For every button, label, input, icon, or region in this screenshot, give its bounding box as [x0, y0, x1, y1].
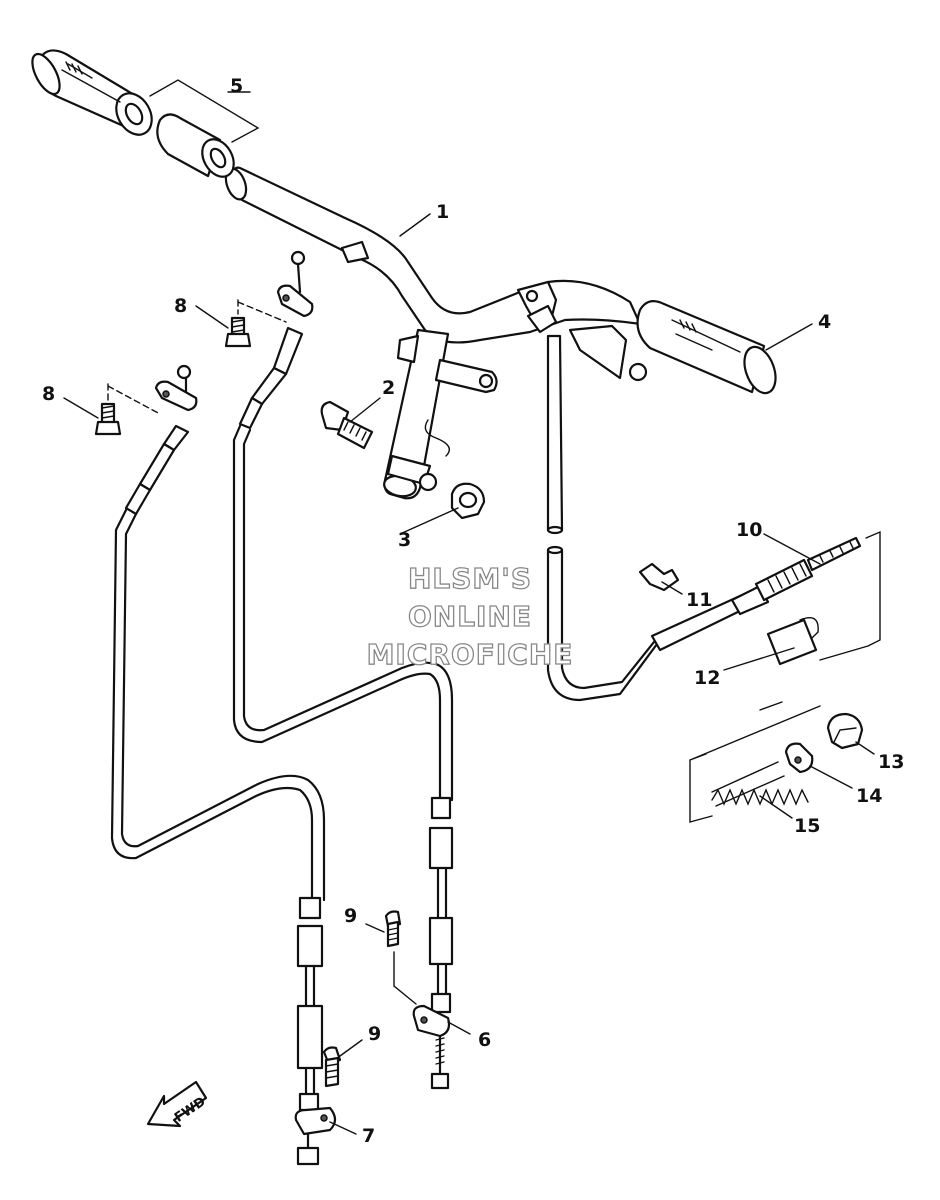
- callout-9-lower: 9: [368, 1023, 381, 1045]
- callout-10: 10: [736, 519, 762, 541]
- screw-8-lower[interactable]: [94, 402, 122, 436]
- brake-cable[interactable]: [546, 334, 770, 702]
- callout-4: 4: [818, 311, 831, 333]
- adjuster-nut[interactable]: [826, 712, 864, 750]
- cable-end-6[interactable]: [412, 796, 454, 1090]
- callout-3: 3: [398, 529, 411, 551]
- callout-14: 14: [856, 785, 882, 807]
- leader-5: [149, 79, 260, 143]
- bracket-line-13-15: [689, 705, 821, 823]
- screw-8-lower-guide: [107, 383, 161, 415]
- watermark-line-3: MICROFICHE: [367, 638, 574, 671]
- callout-13: 13: [878, 751, 904, 773]
- brake-adjuster-rod[interactable]: [754, 536, 862, 602]
- clamp-nut[interactable]: [450, 482, 486, 520]
- screw-9-upper[interactable]: [384, 910, 402, 948]
- brake-lever-bracket: [568, 324, 648, 382]
- callout-6: 6: [478, 1029, 491, 1051]
- callout-11: 11: [686, 589, 712, 611]
- screw-8-upper-guide: [237, 299, 287, 323]
- watermark-line-1: HLSM'S: [408, 562, 532, 595]
- cable-clip[interactable]: [638, 562, 680, 592]
- callout-8-upper: 8: [174, 295, 187, 317]
- screw-9-upper-guide: [393, 951, 417, 1005]
- left-grip[interactable]: [27, 49, 159, 141]
- throttle-cable-2[interactable]: [110, 364, 326, 902]
- brake-spring[interactable]: [711, 761, 809, 807]
- adjuster-pin[interactable]: [784, 742, 814, 774]
- callout-8-lower: 8: [42, 383, 55, 405]
- clamp-bolt[interactable]: [320, 400, 374, 450]
- callout-2: 2: [382, 377, 395, 399]
- screw-8-upper[interactable]: [224, 316, 252, 348]
- watermark: HLSM'S ONLINE MICROFICHE: [366, 561, 574, 671]
- handlebar[interactable]: [222, 166, 642, 344]
- screw-9-lower[interactable]: [322, 1046, 342, 1088]
- cable-end-7[interactable]: [294, 896, 337, 1166]
- callout-12: 12: [694, 667, 720, 689]
- handlebar-clamp: [340, 240, 558, 334]
- callout-5: 5: [230, 75, 243, 97]
- watermark-line-2: ONLINE: [408, 600, 532, 633]
- callout-9-upper: 9: [344, 905, 357, 927]
- callout-1: 1: [436, 201, 449, 223]
- bracket-line-10: [759, 530, 881, 711]
- callout-15: 15: [794, 815, 820, 837]
- right-grip[interactable]: [636, 299, 782, 397]
- throttle-tube[interactable]: [156, 113, 240, 182]
- throttle-cable-1[interactable]: [232, 250, 454, 802]
- fwd-arrow-icon: FWD: [146, 1080, 209, 1128]
- leader-lines: [63, 213, 875, 1135]
- steering-stem: [383, 328, 498, 500]
- callout-7: 7: [362, 1125, 375, 1147]
- cable-holder[interactable]: [766, 617, 819, 666]
